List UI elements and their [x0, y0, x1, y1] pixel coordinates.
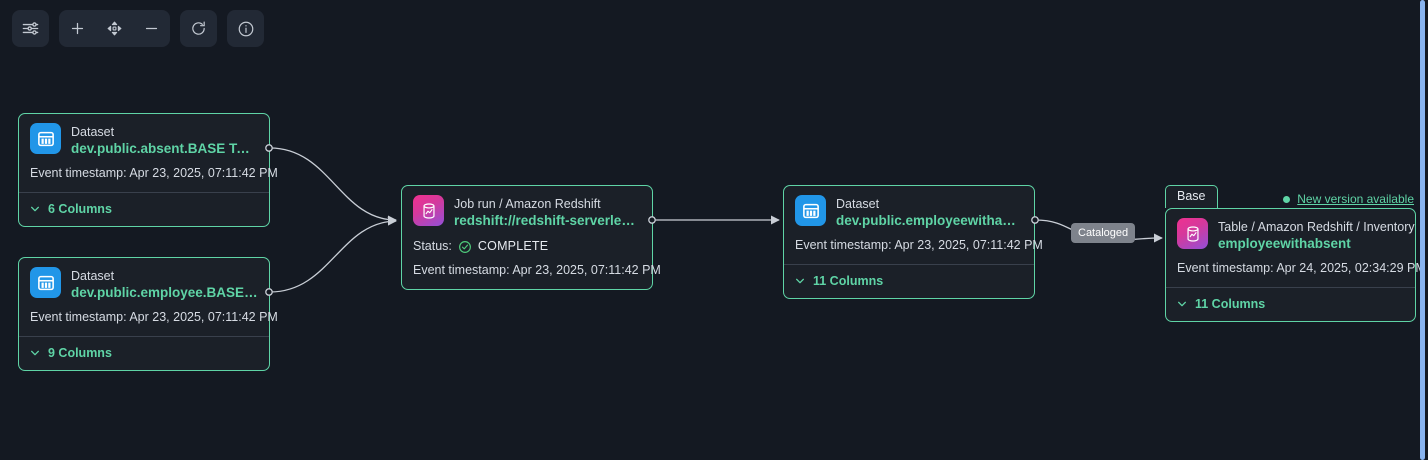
job-run-redshift-icon — [413, 195, 444, 226]
circle-check-icon — [458, 240, 471, 253]
node-header: Dataset dev.public.employeewithabsent... — [795, 195, 1023, 230]
chevron-down-icon — [31, 206, 39, 212]
zoom-in-icon-button[interactable] — [59, 10, 96, 47]
node-body: Job run / Amazon Redshift redshift://red… — [402, 186, 661, 289]
settings-sliders-icon-button[interactable] — [12, 10, 49, 47]
status-dot-icon — [1283, 195, 1291, 203]
node-dataset-absent[interactable]: Dataset dev.public.absent.BASE TABLE Eve… — [18, 113, 278, 227]
edge-badge-cataloged[interactable]: Cataloged — [1071, 223, 1136, 243]
edge-absent-to-jobrun — [269, 147, 397, 225]
panel-tab-bar: Base New version available — [1165, 185, 1416, 208]
node-event-timestamp: Event timestamp: Apr 24, 2025, 02:34:29 … — [1177, 261, 1426, 275]
node-title: dev.public.absent.BASE TABLE — [71, 141, 258, 156]
node-status-label: Status: — [413, 239, 452, 253]
reset-icon-button[interactable] — [180, 10, 217, 47]
tab-base[interactable]: Base — [1165, 185, 1218, 208]
node-header: Dataset dev.public.employee.BASE TABLE — [30, 267, 258, 302]
node-columns-toggle[interactable]: 11 Columns — [1166, 288, 1415, 321]
node-job-run-redshift[interactable]: Job run / Amazon Redshift redshift://red… — [401, 185, 661, 290]
chevron-down-icon — [31, 350, 39, 356]
fit-to-screen-icon-button[interactable] — [96, 10, 133, 47]
node-columns-label: 11 Columns — [813, 274, 884, 288]
node-body: Table / Amazon Redshift / Inventory empl… — [1166, 209, 1426, 287]
node-kicker: Dataset — [836, 197, 880, 211]
node-titles: Dataset dev.public.employeewithabsent... — [836, 195, 1023, 230]
node-header: Dataset dev.public.absent.BASE TABLE — [30, 123, 258, 158]
panel-table-employeewithabsent: Base New version available — [1165, 185, 1426, 322]
node-kicker: Job run / Amazon Redshift — [454, 197, 601, 211]
job-run-redshift-icon — [1177, 218, 1208, 249]
node-title: redshift://redshift-serverless-... — [454, 213, 641, 228]
node-header: Table / Amazon Redshift / Inventory empl… — [1177, 218, 1415, 253]
node-event-timestamp: Event timestamp: Apr 23, 2025, 07:11:42 … — [413, 263, 661, 277]
node-table-employeewithabsent[interactable]: Table / Amazon Redshift / Inventory empl… — [1165, 208, 1426, 322]
dataset-table-icon — [795, 195, 826, 226]
node-titles: Job run / Amazon Redshift redshift://red… — [454, 195, 641, 230]
node-status-row: Status: COMPLETE — [413, 238, 641, 255]
node-columns-toggle[interactable]: 6 Columns — [19, 193, 269, 226]
toolbar-group-info — [227, 10, 264, 47]
node-dataset-employee[interactable]: Dataset dev.public.employee.BASE TABLE E… — [18, 257, 278, 371]
dataset-table-icon — [30, 267, 61, 298]
node-kicker: Dataset — [71, 125, 115, 139]
node-columns-label: 9 Columns — [48, 346, 112, 360]
node-status-value: COMPLETE — [477, 239, 549, 253]
new-version-link[interactable]: New version available — [1297, 192, 1414, 206]
dataset-table-icon — [30, 123, 61, 154]
graph-toolbar — [12, 10, 264, 47]
node-titles: Dataset dev.public.absent.BASE TABLE — [71, 123, 258, 158]
node-titles: Table / Amazon Redshift / Inventory empl… — [1218, 218, 1415, 253]
toolbar-group-reset — [180, 10, 217, 47]
vertical-scrollbar[interactable] — [1420, 0, 1425, 460]
node-title: employeewithabsent — [1218, 236, 1351, 251]
toolbar-group-settings — [12, 10, 49, 47]
node-divider — [19, 336, 269, 337]
info-icon-button[interactable] — [227, 10, 264, 47]
toolbar-group-zoom — [59, 10, 170, 47]
chevron-down-icon — [1178, 301, 1186, 307]
zoom-out-icon-button[interactable] — [133, 10, 170, 47]
node-columns-toggle[interactable]: 11 Columns — [784, 265, 1034, 298]
node-body: Dataset dev.public.employeewithabsent...… — [784, 186, 1043, 264]
node-dataset-employeewithabsent[interactable]: Dataset dev.public.employeewithabsent...… — [783, 185, 1043, 299]
new-version-notice[interactable]: New version available — [1283, 192, 1414, 206]
node-kicker: Dataset — [71, 269, 115, 283]
node-body: Dataset dev.public.absent.BASE TABLE Eve… — [19, 114, 278, 192]
node-event-timestamp: Event timestamp: Apr 23, 2025, 07:11:42 … — [30, 310, 278, 324]
node-columns-toggle[interactable]: 9 Columns — [19, 337, 269, 370]
node-event-timestamp: Event timestamp: Apr 23, 2025, 07:11:42 … — [30, 166, 278, 180]
chevron-down-icon — [796, 278, 804, 284]
edge-employee-to-jobrun — [269, 216, 397, 293]
node-header: Job run / Amazon Redshift redshift://red… — [413, 195, 641, 230]
node-title: dev.public.employee.BASE TABLE — [71, 285, 258, 300]
node-event-timestamp: Event timestamp: Apr 23, 2025, 07:11:42 … — [795, 238, 1043, 252]
node-divider — [784, 264, 1034, 265]
node-body: Dataset dev.public.employee.BASE TABLE E… — [19, 258, 278, 336]
node-columns-label: 6 Columns — [48, 202, 112, 216]
node-columns-label: 11 Columns — [1195, 297, 1266, 311]
node-divider — [1166, 287, 1415, 288]
node-title: dev.public.employeewithabsent... — [836, 213, 1023, 228]
node-divider — [19, 192, 269, 193]
node-titles: Dataset dev.public.employee.BASE TABLE — [71, 267, 258, 302]
node-kicker: Table / Amazon Redshift / Inventory — [1218, 220, 1415, 234]
